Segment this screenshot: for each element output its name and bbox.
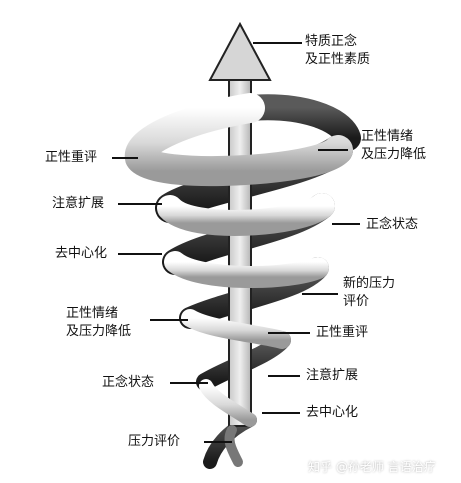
label-positive-reappraisal-2: 正性重评	[316, 325, 369, 340]
label-attention-broadening-1: 注意扩展	[52, 196, 105, 211]
label-mindful-state-1: 正念状态	[366, 217, 419, 232]
label-trait-mindfulness: 特质正念 及正性素质	[305, 34, 371, 67]
spiral-front-ribbon-2	[181, 309, 291, 349]
label-decentering-1: 去中心化	[55, 246, 108, 261]
label-attention-broadening-2: 注意扩展	[306, 368, 359, 383]
spiral-front-ribbon-1	[199, 379, 257, 427]
label-new-stress-appraisal: 新的压力 评价	[343, 276, 396, 309]
spiral-front-ribbon-3	[164, 251, 329, 289]
spiral-tail	[224, 425, 243, 467]
leader-lines	[112, 42, 360, 443]
watermark: 知乎 @孙老师 言语治疗	[308, 460, 436, 474]
label-positive-emotion-2: 正性情绪 及压力降低	[66, 306, 132, 339]
label-stress-appraisal: 压力评价	[128, 434, 181, 449]
label-positive-reappraisal-1: 正性重评	[45, 150, 98, 165]
spiral-back-ribbon-6	[237, 94, 361, 151]
label-positive-emotion-1: 正性情绪 及压力降低	[361, 129, 427, 162]
label-mindful-state-2: 正念状态	[102, 375, 155, 390]
label-decentering-2: 去中心化	[306, 405, 359, 420]
spiral-front-ribbon-4	[157, 193, 335, 236]
spiral-front-ribbon-5	[125, 93, 353, 187]
